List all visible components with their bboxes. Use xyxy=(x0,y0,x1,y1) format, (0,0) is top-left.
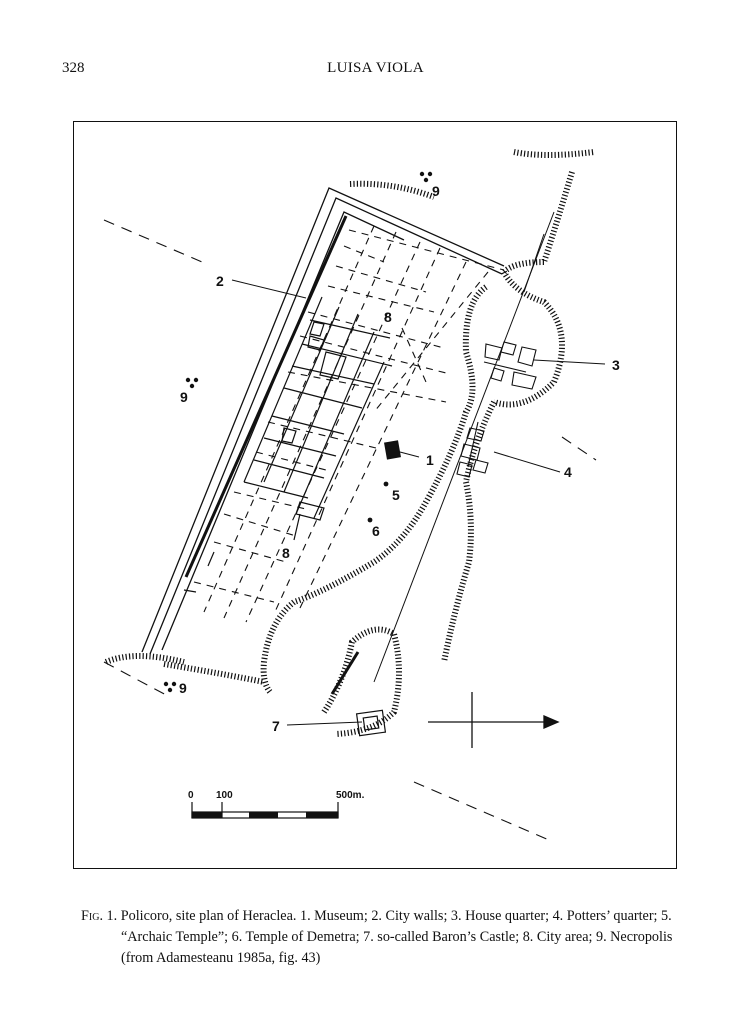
street-grid-solid xyxy=(183,296,393,593)
figure-frame: 9 2 8 3 9 1 4 5 6 8 9 7 0 100 500m. xyxy=(73,121,677,869)
castle-wall-thick xyxy=(330,651,360,695)
label-city-area-north: 8 xyxy=(384,309,392,325)
label-museum: 1 xyxy=(426,452,434,468)
museum-block xyxy=(384,440,401,460)
scale-label-zero: 0 xyxy=(188,790,194,801)
site-plan-map: 9 2 8 3 9 1 4 5 6 8 9 7 0 100 500m. xyxy=(103,149,620,841)
road xyxy=(373,211,555,683)
scale-label-end: 500m. xyxy=(336,790,365,801)
caption-label: Fig. 1. xyxy=(81,908,118,924)
label-city-area-south: 8 xyxy=(282,545,290,561)
city-wall-inner-thick xyxy=(184,215,348,578)
label-leaders xyxy=(231,279,606,726)
necropolis-dots xyxy=(163,171,433,693)
scale-bar: 0 100 500m. xyxy=(188,790,365,819)
label-temple-demetra: 6 xyxy=(372,523,380,539)
street-grid-dashed xyxy=(193,225,505,623)
running-head: LUISA VIOLA xyxy=(327,60,424,76)
alignment-dashes xyxy=(103,219,597,841)
label-potters-quarter: 4 xyxy=(564,464,572,480)
label-barons-castle: 7 xyxy=(272,718,280,734)
barons-castle-plan xyxy=(355,709,387,737)
scale-label-mid: 100 xyxy=(216,790,233,801)
label-necropolis-north: 9 xyxy=(432,183,440,199)
north-arrow xyxy=(428,692,560,748)
label-city-walls: 2 xyxy=(216,273,224,289)
caption-text: Policoro, site plan of Heraclea. 1. Muse… xyxy=(120,908,673,966)
slope-hachures xyxy=(104,149,595,737)
potters-quarter-plan xyxy=(456,421,489,478)
label-archaic-temple: 5 xyxy=(392,487,400,503)
city-walls xyxy=(141,187,505,655)
figure-caption: Fig. 1. Policoro, site plan of Heraclea.… xyxy=(81,906,681,969)
page-number: 328 xyxy=(62,60,85,76)
label-necropolis-west: 9 xyxy=(180,389,188,405)
label-house-quarter: 3 xyxy=(612,357,620,373)
house-quarter-plan xyxy=(483,341,537,390)
label-necropolis-south: 9 xyxy=(179,680,187,696)
